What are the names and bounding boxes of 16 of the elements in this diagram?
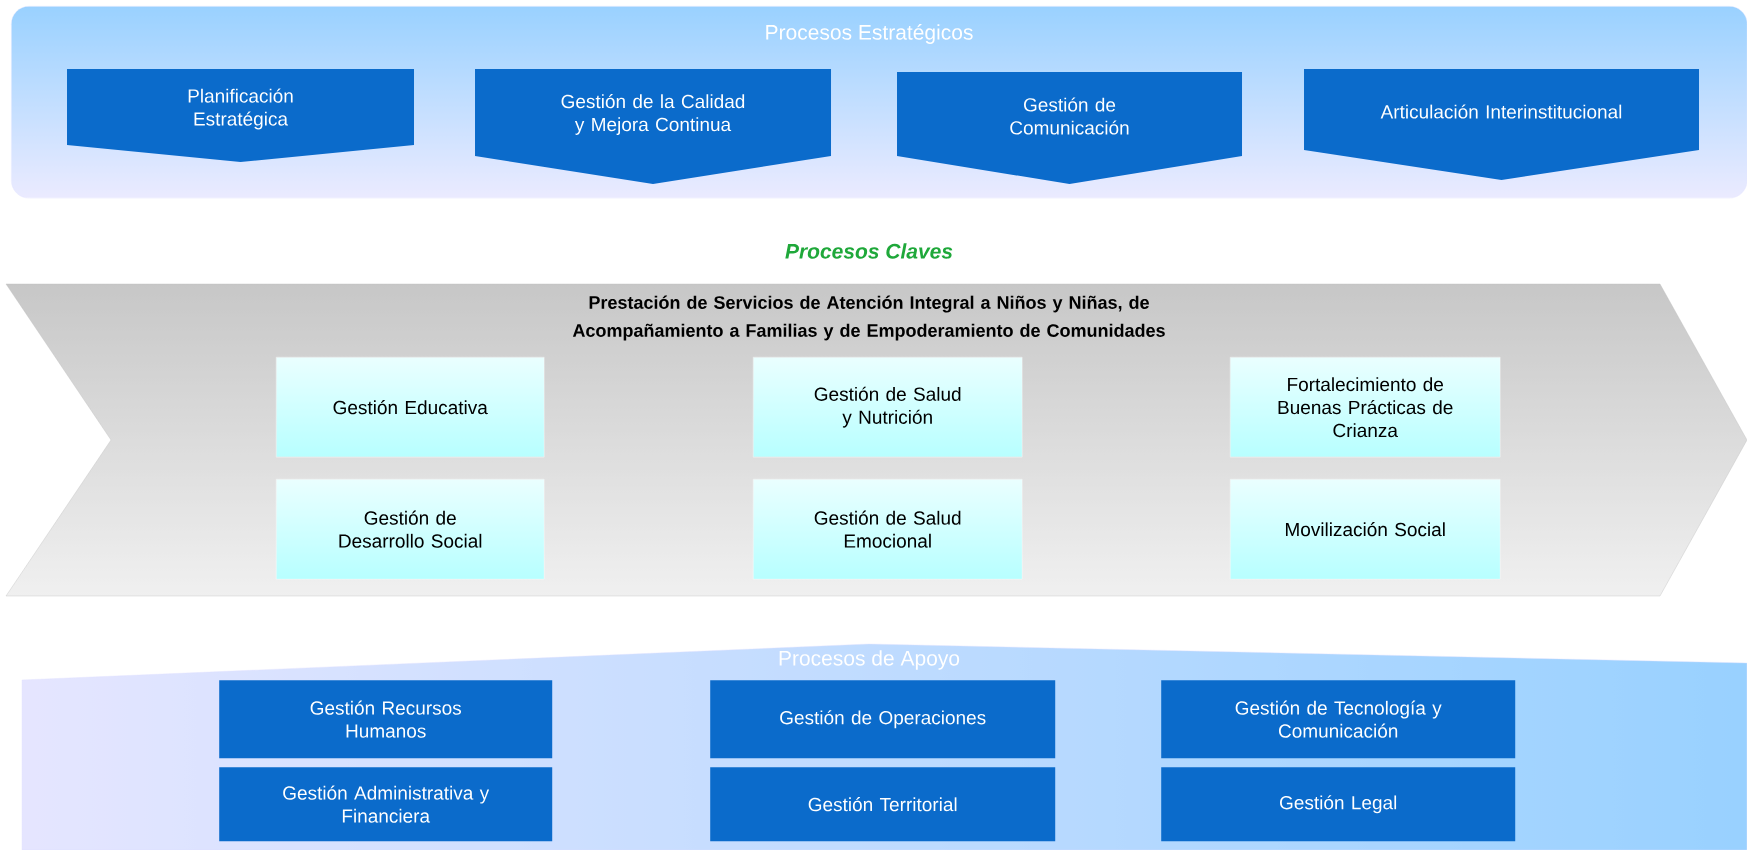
node-label: Procesos Claves	[785, 243, 953, 259]
process-box: Gestión de Salud Emocional	[753, 479, 1023, 580]
process-box: Fortalecimiento de Buenas Prácticas de Crianza	[1230, 357, 1501, 458]
process-box: Gestión Legal	[1161, 767, 1516, 842]
process-box: Gestión Educativa	[276, 357, 545, 458]
process-box: Gestión Territorial	[710, 767, 1056, 842]
process-box: Gestión Recursos Humanos	[219, 680, 553, 759]
process-box: Gestión de Desarrollo Social	[276, 479, 545, 580]
process-box: Gestión de Tecnología y Comunicación	[1161, 680, 1516, 759]
pentagon-box: Gestión de Comunicación	[897, 72, 1242, 184]
process-box: Gestión Administrativa y Financiera	[219, 767, 553, 842]
pentagon-box: Gestión de la Calidad y Mejora Continua	[475, 69, 831, 184]
process-box: Movilización Social	[1230, 479, 1501, 580]
pentagon-box: Articulación Interinstitucional	[1304, 69, 1699, 180]
process-box: Gestión de Salud y Nutrición	[753, 357, 1023, 458]
process-box: Gestión de Operaciones	[710, 680, 1056, 759]
